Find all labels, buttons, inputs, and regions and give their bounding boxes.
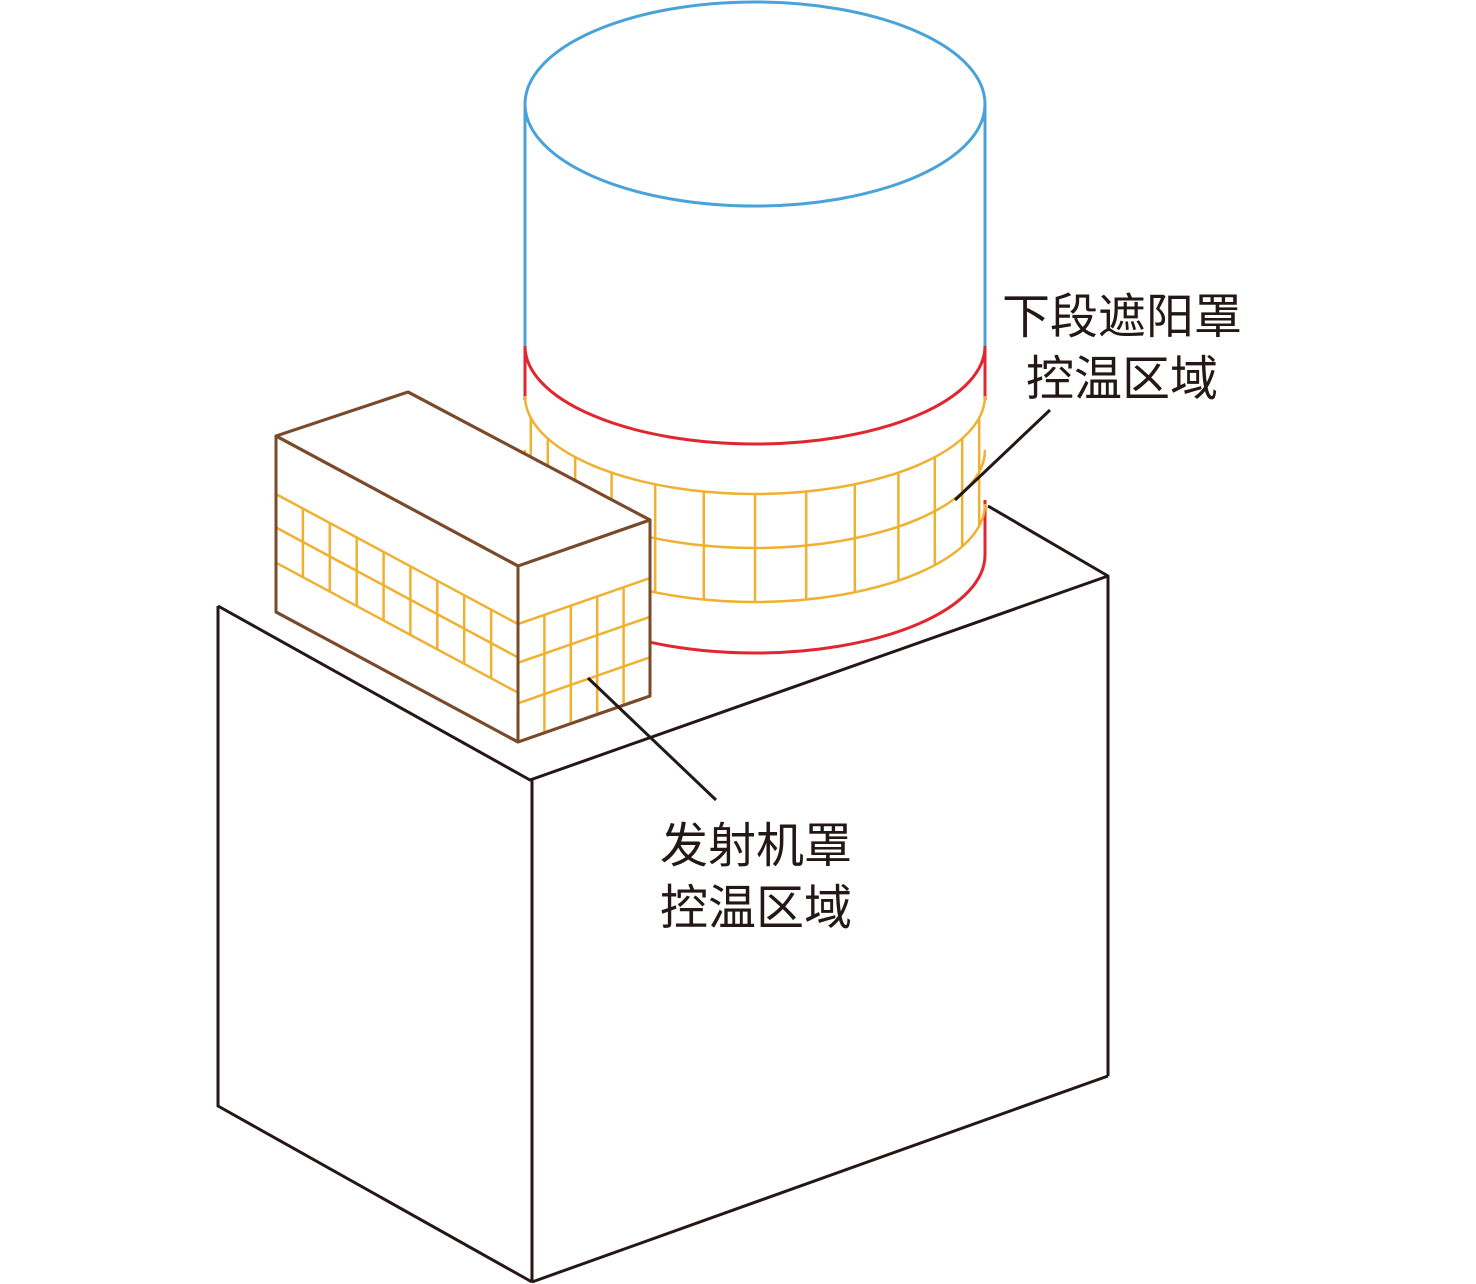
- cylinder-top-ellipse: [523, 0, 987, 208]
- housing-front-grid-row: [275, 561, 519, 694]
- housing-grid: [275, 492, 651, 733]
- housing-front-grid-row: [275, 492, 519, 626]
- base-box-bottom-right-edge: [531, 1074, 1109, 1284]
- base-box: [216, 504, 1110, 1284]
- housing-side-grid-row: [517, 576, 651, 626]
- shade-label-line1: 下段遮阳罩: [1002, 289, 1242, 345]
- transmitter-label-line1: 发射机罩: [660, 818, 852, 874]
- shade-grid: [523, 395, 987, 604]
- base-box-top-face: [217, 504, 1110, 782]
- transmitter-leader-line: [586, 676, 718, 802]
- housing-front-grid-row: [275, 526, 519, 659]
- transmitter-label-line2: 控温区域: [660, 880, 852, 936]
- base-box-left-face: [216, 606, 533, 1284]
- shade-label-line2: 控温区域: [1026, 351, 1218, 407]
- housing-side-grid-row: [517, 656, 651, 705]
- transmitter-housing: [274, 390, 652, 744]
- housing-side-grid-row: [517, 615, 651, 664]
- shade-leader-line: [953, 408, 1052, 502]
- housing-outline: [274, 390, 652, 744]
- shade-region-top-edge: [523, 345, 987, 446]
